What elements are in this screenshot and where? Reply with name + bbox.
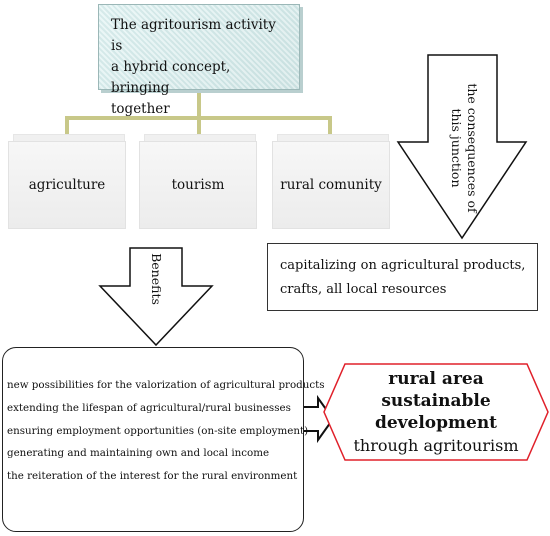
concept-line-1: The agritourism activity is — [111, 17, 276, 54]
benefit-item: the reiteration of the interest for the … — [7, 470, 298, 483]
concept-line-3: together — [111, 101, 170, 117]
benefits-arrow — [98, 247, 214, 347]
component-label: agriculture — [28, 177, 106, 193]
consequences-box: capitalizing on agricultural products, c… — [267, 243, 538, 311]
outcome-line-2: sustainable development — [374, 391, 498, 433]
outcome-hexagon — [323, 363, 549, 461]
consequences-arrow-label: the consequences of this junction — [444, 78, 480, 218]
consequences-line-1: the consequences of — [465, 83, 480, 213]
benefit-item: generating and maintaining own and local… — [7, 447, 270, 460]
consequences-text-line-2: crafts, all local resources — [280, 282, 447, 297]
benefit-item: new possibilities for the valorization o… — [7, 379, 325, 391]
consequences-text-line-1: capitalizing on agricultural products, — [280, 258, 526, 273]
benefits-label: Benefits — [149, 253, 164, 305]
benefits-box: new possibilities for the valorization o… — [2, 347, 325, 532]
outcome-text: rural area sustainable development throu… — [322, 368, 550, 458]
component-label: tourism — [171, 177, 225, 193]
benefit-item: extending the lifespan of agricultural/r… — [7, 401, 291, 414]
consequences-line-2: this junction — [449, 108, 464, 188]
component-label: rural comunity — [280, 177, 382, 193]
consequences-arrow — [396, 54, 528, 240]
component-rural-community: rural comunity — [272, 141, 390, 229]
component-tourism: tourism — [139, 141, 257, 229]
outcome-line-1: rural area — [388, 369, 484, 389]
concept-line-2: a hybrid concept, bringing — [111, 59, 231, 96]
outcome-line-3: through agritourism — [353, 436, 519, 455]
agritourism-concept-box: The agritourism activity is a hybrid con… — [98, 4, 300, 117]
benefits-arrow-label: Benefits — [147, 244, 165, 314]
benefit-item: ensuring employment opportunities (on-si… — [7, 424, 309, 437]
component-agriculture: agriculture — [8, 141, 126, 229]
